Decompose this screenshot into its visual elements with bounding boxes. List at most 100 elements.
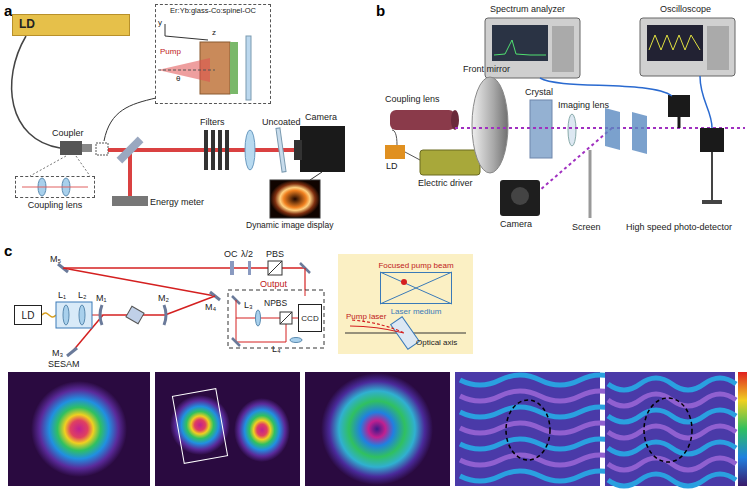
beam-profile-images-part — [460, 407, 620, 417]
panel-b-drawing-part — [511, 187, 529, 205]
node-text: Laser medium — [391, 307, 442, 316]
panel-b-drawing-part — [707, 26, 729, 70]
panel-a-drawing-part — [245, 130, 255, 170]
beam-profile-images-part — [608, 426, 736, 438]
beam-profile-images-part — [31, 381, 127, 477]
beam-profile-images-part — [170, 395, 230, 455]
panel-b-drawing — [385, 18, 745, 218]
part-label: PBS — [266, 249, 284, 259]
inset-zoom-box: Er:Yb:glass-Co:spinel-OC — [155, 4, 271, 104]
panel-b-drawing-part — [492, 25, 548, 61]
panel-a-drawing-part — [60, 141, 82, 155]
panel-b-drawing-part — [640, 18, 735, 76]
panel-b-drawing-part — [405, 152, 420, 160]
beam-profile-images-part — [608, 474, 736, 486]
panel-c-drawing-part — [391, 317, 420, 350]
part-label: NPBS — [264, 299, 287, 309]
panel-c-drawing-part — [126, 306, 144, 323]
panel-a-drawing-part — [104, 98, 156, 141]
beam-profile-images-part — [506, 400, 550, 460]
panel-a-drawing-part — [211, 130, 215, 170]
panel-b-drawing-part — [649, 35, 700, 50]
node-text: Focused pump beam — [378, 261, 453, 270]
coupling-lens-box: Coupling lens — [15, 176, 95, 198]
part-label: L₃ — [244, 300, 253, 310]
beam-profile-images — [8, 372, 747, 486]
part-label: Screen — [572, 222, 601, 232]
beam-profile-images-part — [608, 394, 736, 406]
part-label: M₁ — [96, 293, 107, 303]
beam-profile-images-part — [608, 378, 736, 390]
panel-letter: c — [4, 242, 12, 259]
panel-c-drawing-part — [63, 305, 69, 325]
node-text: Er:Yb:glass-Co:spinel-OC — [170, 7, 256, 16]
panel-a-drawing-part — [96, 143, 108, 155]
panel-c-drawing-part — [100, 305, 102, 325]
part-label: y — [158, 18, 162, 27]
beam-profile-images-part — [608, 458, 736, 470]
panel-b-drawing-part — [568, 114, 576, 146]
beam-profile-images-part — [155, 372, 300, 486]
part-label: Uncoated — [262, 117, 301, 127]
beam-profile-images-part — [460, 423, 620, 433]
beam-profile-images-part — [644, 398, 692, 462]
node-text: LD — [19, 18, 35, 32]
panel-b-drawing-part — [494, 40, 546, 55]
ccd-box: CCD — [298, 304, 322, 332]
beam-profile-images-part — [172, 389, 227, 464]
part-label: Camera — [305, 112, 337, 122]
part-label: M₃ — [52, 348, 63, 358]
beam-profile-images-part — [460, 439, 620, 449]
panel-c-drawing-part — [164, 305, 166, 325]
panel-c-drawing-part — [352, 320, 404, 333]
part-label: M₄ — [205, 302, 216, 312]
part-label: M₂ — [158, 293, 169, 303]
panel-b-drawing-part — [702, 200, 722, 204]
panel-c-drawing-part — [67, 348, 77, 356]
panel-b-drawing-part — [632, 112, 647, 154]
panel-c-drawing-part — [305, 290, 306, 296]
panel-b-drawing-part — [500, 180, 540, 216]
panel-c-drawing-part — [268, 261, 282, 275]
panel-a-drawing-part — [117, 137, 144, 164]
panel-c-drawing-part — [280, 312, 292, 324]
laser-diode-box: LD — [12, 14, 130, 36]
beam-profile-images-part — [460, 471, 620, 481]
part-label: Output — [260, 279, 287, 289]
panel-a-drawing-part — [30, 156, 66, 176]
panel-b-drawing-part — [385, 145, 405, 159]
panel-c-drawing-part — [350, 326, 404, 333]
part-label: High speed photo-detector — [626, 222, 732, 232]
panel-a-drawing-part — [158, 70, 215, 71]
beam-profile-images-part — [321, 373, 433, 485]
part-label: L₁ — [58, 290, 66, 300]
panel-a-drawing-part — [165, 24, 166, 36]
panel-a-drawing-part — [270, 180, 320, 218]
panel-a-drawing-part — [76, 156, 90, 176]
panel-c-drawing-part — [290, 338, 302, 343]
node-text: LD — [22, 310, 35, 322]
part-label: Electric driver — [418, 178, 473, 188]
panel-b-drawing-part — [700, 128, 724, 152]
panel-b-drawing-part — [540, 78, 672, 96]
part-label: M₅ — [50, 254, 61, 264]
node-text: Optical axis — [416, 338, 457, 347]
panel-a-drawing-part — [230, 42, 238, 94]
panel-b-drawing-part — [540, 128, 612, 190]
panel-b-drawing-part — [678, 117, 681, 128]
beam-profile-images-part — [605, 372, 735, 486]
part-label: L₂ — [78, 290, 87, 300]
panel-c-drawing-part — [79, 305, 85, 325]
panel-c-drawing-part — [380, 272, 452, 304]
panel-c-drawing-part — [268, 261, 282, 275]
panel-c-drawing-part — [338, 254, 473, 354]
panel-b-drawing-part — [392, 130, 397, 145]
part-label: Pump — [160, 47, 181, 56]
panel-a-drawing-part — [82, 144, 92, 152]
panel-b-drawing-part — [668, 95, 690, 117]
panel-a-drawing-part — [112, 196, 148, 206]
panel-a-drawing-part — [218, 130, 222, 170]
laser-medium-box: Focused pump beamLaser medium — [380, 272, 452, 304]
